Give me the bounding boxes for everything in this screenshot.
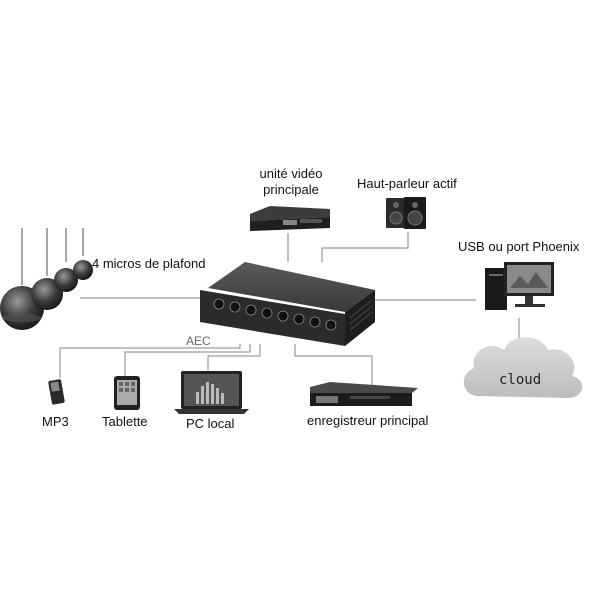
video-unit-device [250,206,330,231]
hub-knob-icon [245,304,257,316]
tablet-label: Tablette [102,414,148,429]
main-recorder-label: enregistreur principal [307,413,429,428]
desktop-pc-device [485,262,554,310]
aec-label: AEC [186,334,211,348]
connection-lines [59,232,520,386]
cloud-icon [463,337,583,398]
hub-knob-icon [229,301,241,313]
usb-phoenix-label: USB ou port Phoenix [458,239,580,254]
line-hub-recorder [294,344,373,386]
tablet-icon [114,376,140,410]
main-hub-device [200,262,375,346]
active-speaker-device [386,197,426,229]
microphone-icon [73,260,93,280]
line-hub-tablet [124,344,251,376]
line-hub-speaker [321,232,409,262]
microphone-icon [31,278,63,310]
pc-local-label: PC local [186,416,235,431]
recorder-device [310,382,418,406]
ceiling-mics-label: 4 micros de plafond [92,256,206,271]
hub-knob-icon [309,316,321,328]
microphone-icon [54,268,78,292]
mp3-player-icon [48,379,65,405]
line-hub-pc-local [207,344,261,370]
active-speaker-label: Haut-parleur actif [357,176,457,191]
hub-knob-icon [293,313,305,325]
hub-knob-icon [261,307,273,319]
line-hub-mp3 [59,344,241,378]
video-unit-label: unité vidéo principale [259,166,323,197]
hub-knob-icon [325,319,337,331]
laptop-icon [174,371,249,414]
hub-knob-icon [213,298,225,310]
cloud-label: cloud [499,372,542,388]
hub-knob-icon [277,310,289,322]
ceiling-microphones [0,228,93,330]
mp3-label: MP3 [42,414,69,429]
